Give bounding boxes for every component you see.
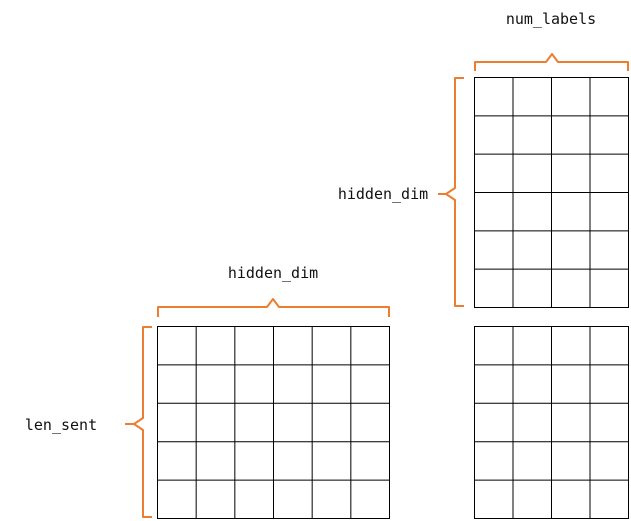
hidden-dim-horizontal-bracket	[157, 298, 390, 317]
len-sent-label: len_sent	[25, 416, 97, 434]
output-matrix-grid	[474, 326, 629, 519]
weight-matrix-grid	[474, 77, 629, 308]
hidden-dim-vertical-bracket	[445, 77, 464, 307]
input-matrix-grid	[157, 326, 390, 519]
hidden-dim-horizontal-label: hidden_dim	[228, 264, 318, 282]
num-labels-bracket	[474, 53, 629, 71]
num-labels-label: num_labels	[506, 10, 596, 28]
hidden-dim-vertical-label: hidden_dim	[338, 185, 428, 203]
len-sent-bracket	[133, 326, 152, 518]
